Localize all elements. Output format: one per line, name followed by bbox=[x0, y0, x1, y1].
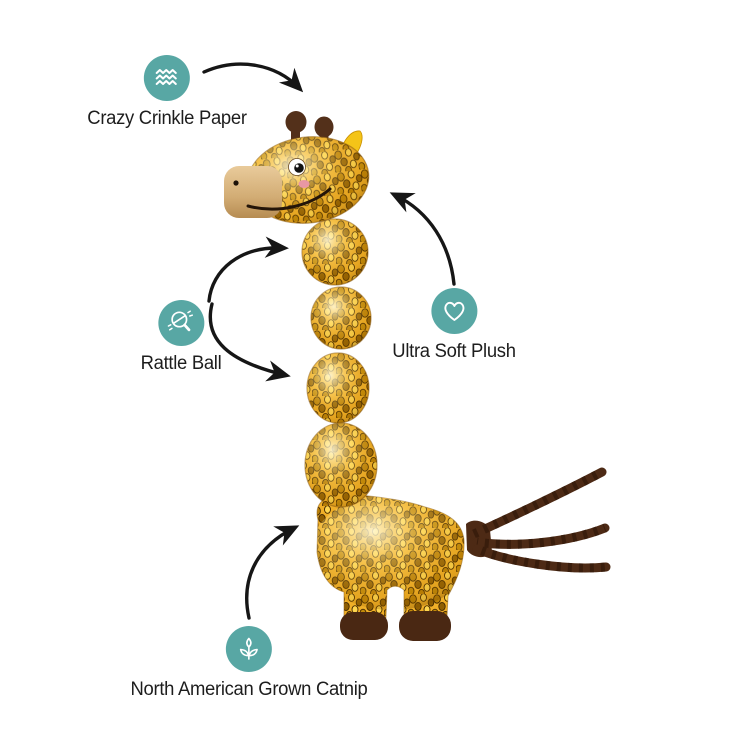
giraffe-tail bbox=[466, 467, 611, 573]
callout-crinkle-paper: Crazy Crinkle Paper bbox=[85, 55, 249, 130]
arrow-crinkle-paper bbox=[202, 62, 304, 93]
neck-ball-1 bbox=[301, 218, 369, 286]
catnip-sprout-icon bbox=[226, 626, 272, 672]
callout-arrows bbox=[202, 62, 456, 620]
heart-icon bbox=[430, 288, 477, 334]
callout-label-rattle: Rattle Ball bbox=[140, 353, 222, 374]
giraffe-body bbox=[316, 493, 465, 641]
giraffe-front-foot bbox=[340, 612, 388, 640]
neck-ball-2 bbox=[310, 286, 372, 350]
arrow-rattle-lower bbox=[208, 302, 291, 382]
arrow-soft-plush bbox=[389, 192, 456, 286]
giraffe-cheek bbox=[298, 180, 310, 188]
giraffe-head bbox=[224, 111, 370, 224]
giraffe-back-foot bbox=[399, 611, 451, 641]
callout-catnip: North American Grown Catnip bbox=[127, 626, 371, 701]
neck-ball-4 bbox=[304, 422, 378, 508]
giraffe-smile bbox=[246, 187, 332, 211]
crinkle-waves-icon bbox=[144, 55, 190, 101]
giraffe-neck-balls bbox=[301, 218, 378, 508]
giraffe-muzzle bbox=[224, 166, 282, 218]
rattle-icon bbox=[157, 300, 204, 346]
callout-rattle-ball: Rattle Ball bbox=[139, 300, 222, 375]
callout-label-plush: Ultra Soft Plush bbox=[392, 341, 516, 362]
callout-soft-plush: Ultra Soft Plush bbox=[390, 288, 517, 363]
giraffe-eye bbox=[288, 158, 306, 176]
callout-label-catnip: North American Grown Catnip bbox=[130, 679, 368, 700]
arrow-catnip bbox=[245, 525, 300, 620]
arrow-rattle-upper bbox=[207, 236, 289, 303]
callout-label-crinkle: Crazy Crinkle Paper bbox=[87, 108, 247, 129]
giraffe-nostril bbox=[233, 180, 239, 186]
neck-ball-3 bbox=[306, 352, 370, 424]
